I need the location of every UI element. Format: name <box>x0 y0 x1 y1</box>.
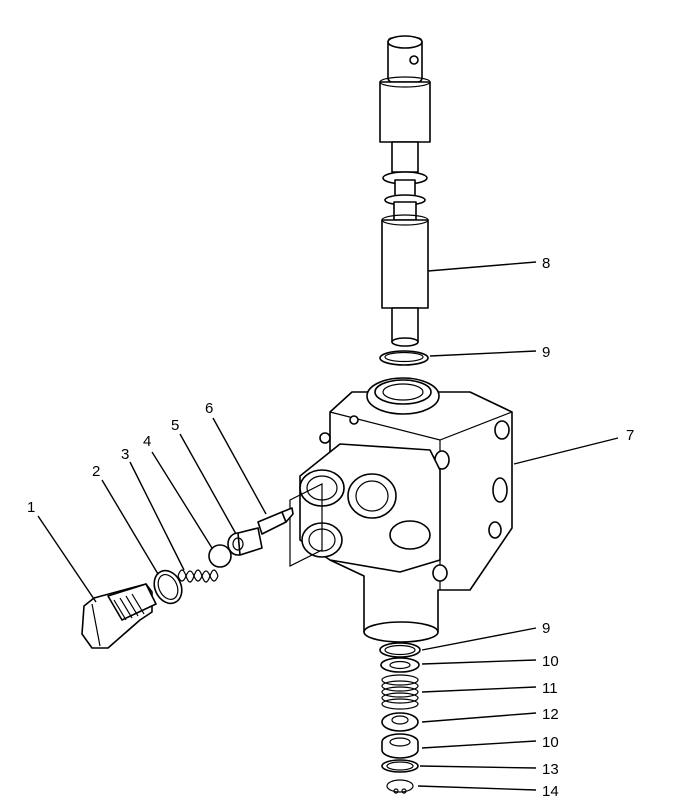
part-ball <box>208 544 232 568</box>
leader-4 <box>151 451 213 549</box>
callout-9-top: 9 <box>542 344 550 361</box>
callout-3: 3 <box>121 446 129 463</box>
part-retainer <box>381 712 419 732</box>
callout-2: 2 <box>92 463 100 480</box>
leader-9a <box>429 350 537 357</box>
leader-7 <box>513 437 619 465</box>
part-poppet <box>257 507 294 535</box>
callout-13: 13 <box>542 761 559 778</box>
callout-labels: 1 2 3 4 5 6 7 8 9 9 10 11 12 10 13 14 <box>27 255 634 800</box>
callout-10-upper: 10 <box>542 653 559 670</box>
leader-lines <box>37 261 619 791</box>
leader-1 <box>37 515 97 603</box>
leader-10b <box>421 740 537 749</box>
leader-12 <box>421 712 537 723</box>
callout-14: 14 <box>542 783 559 800</box>
callout-1: 1 <box>27 499 35 516</box>
callout-11: 11 <box>542 680 558 697</box>
leader-8 <box>427 261 537 272</box>
leader-2 <box>101 479 159 575</box>
part-o-ring-bottom <box>379 642 421 658</box>
part-spring-small <box>177 569 219 583</box>
callout-4: 4 <box>143 433 151 450</box>
leader-3 <box>129 461 185 571</box>
callout-10-lower: 10 <box>542 734 559 751</box>
callout-8: 8 <box>542 255 550 272</box>
callout-9-bottom: 9 <box>542 620 550 637</box>
leader-11 <box>421 686 537 693</box>
part-washer-lower <box>381 733 419 759</box>
leader-14 <box>417 785 537 791</box>
leader-6 <box>212 417 267 515</box>
callout-12: 12 <box>542 706 559 723</box>
leader-9b <box>421 627 537 651</box>
part-valve-housing <box>289 377 513 643</box>
part-washer-upper <box>380 657 420 673</box>
leader-5 <box>179 433 237 535</box>
part-plug <box>81 583 157 649</box>
leader-13 <box>419 765 537 769</box>
leader-10a <box>421 659 537 665</box>
part-spring-large <box>381 674 419 710</box>
part-o-ring-small <box>153 569 183 605</box>
callout-5: 5 <box>171 417 179 434</box>
part-seat <box>227 527 263 556</box>
callout-6: 6 <box>205 400 213 417</box>
part-snap-ring-14 <box>386 779 414 794</box>
part-snap-ring-13 <box>381 759 419 773</box>
part-spool <box>379 35 431 347</box>
part-o-ring-top <box>379 350 429 366</box>
callout-7: 7 <box>626 427 634 444</box>
